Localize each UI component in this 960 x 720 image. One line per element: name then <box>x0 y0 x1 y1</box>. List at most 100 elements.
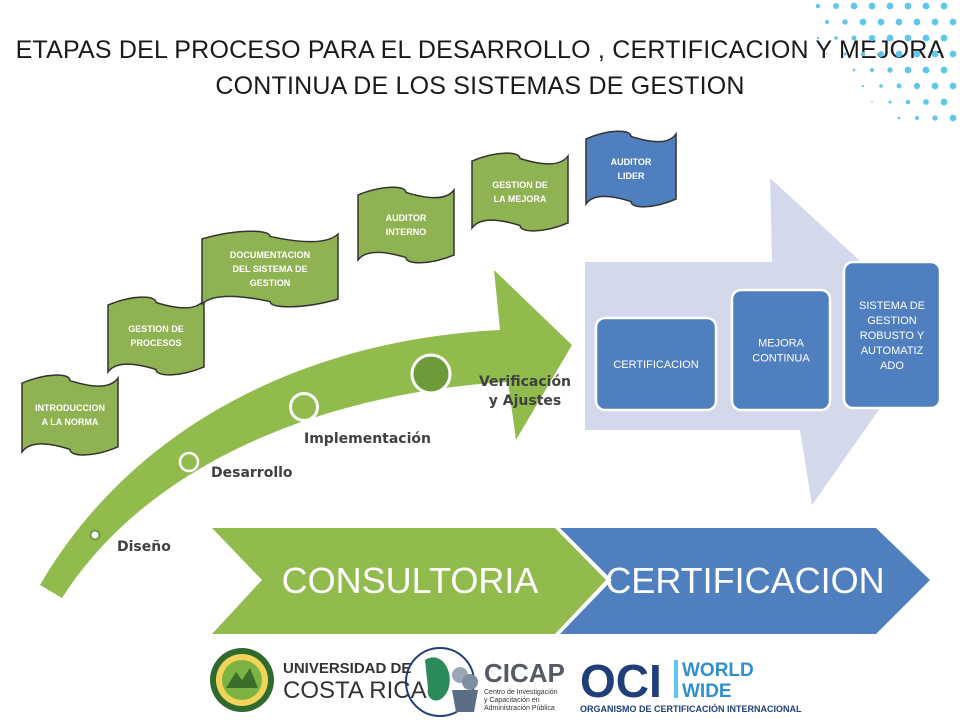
result-box-shape <box>594 316 718 412</box>
decorative-dot <box>851 35 857 41</box>
decorative-dot <box>940 2 948 10</box>
decorative-dot <box>871 101 873 103</box>
decorative-dot <box>843 52 847 56</box>
stage-label-desarrollo: Desarrollo <box>211 465 293 481</box>
oci-wide: WIDE <box>682 681 732 702</box>
oci-accent-bar <box>674 660 678 698</box>
decorative-dot <box>815 3 821 9</box>
result-box-label: ADO <box>880 360 904 372</box>
flag-shape <box>357 186 455 264</box>
slide-title-line-2: CONTINUA DE LOS SISTEMAS DE GESTION <box>215 72 745 100</box>
decorative-dots-pattern <box>815 2 957 122</box>
result-box-shape <box>842 260 942 410</box>
result-box-label: GESTION <box>867 315 917 327</box>
decorative-dot <box>949 82 957 90</box>
chevron-certificacion <box>560 528 930 634</box>
slide-title-line-1: ETAPAS DEL PROCESO PARA EL DESARROLLO , … <box>15 36 945 64</box>
flag-label: GESTION <box>250 278 291 288</box>
cicap-sub3: Administración Pública <box>484 705 555 712</box>
decorative-dot <box>931 82 939 90</box>
decorative-dot <box>904 66 912 74</box>
decorative-dot <box>834 36 838 40</box>
stage-label-implementacion: Implementación <box>304 431 431 447</box>
chevron-consultoria-label: CONSULTORIA <box>282 560 539 601</box>
chevron-certificacion-label: CERTIFICACION <box>605 560 884 601</box>
result-box-label: AUTOMATIZ <box>861 345 924 357</box>
decorative-dot <box>859 18 867 26</box>
decorative-dot <box>868 34 876 42</box>
ucr-logo-line2: COSTA RICA <box>283 677 427 704</box>
decorative-dot <box>878 51 884 57</box>
flag-3: AUDITOR INTERNO <box>357 186 455 264</box>
flag-label: LIDER <box>618 171 646 181</box>
flag-label: PROCESOS <box>130 338 181 348</box>
decorative-dot <box>895 50 903 58</box>
stage-circle-implementacion <box>289 392 319 422</box>
decorative-dot <box>922 2 930 10</box>
flag-label: GESTION DE <box>128 324 184 334</box>
stage-label-diseno: Diseño <box>117 539 171 555</box>
stage-label-verificacion: Verificación <box>479 374 571 390</box>
stage-circle-verificacion <box>410 353 452 395</box>
decorative-dot <box>852 68 856 72</box>
oci-logo: OCI WORLD WIDE ORGANISMO DE CERTIFICACIÓ… <box>580 655 802 714</box>
decorative-dot <box>904 34 912 42</box>
flag-label: DEL SISTEMA DE <box>232 264 307 274</box>
flag-shape <box>471 152 569 232</box>
decorative-dot <box>887 67 893 73</box>
decorative-dot <box>915 116 919 120</box>
decorative-dot <box>940 66 948 74</box>
result-box-0: CERTIFICACION <box>594 316 718 412</box>
decorative-dot <box>897 116 901 120</box>
decorative-dot <box>940 34 948 42</box>
decorative-dot <box>850 2 858 10</box>
flag-label: A LA NORMA <box>42 417 99 427</box>
decorative-dot <box>896 83 902 89</box>
result-box-shape <box>730 288 832 412</box>
stage-circle-desarrollo <box>178 451 200 473</box>
decorative-dot <box>826 53 828 55</box>
oci-world: WORLD <box>682 660 754 681</box>
flag-label: GESTION DE <box>492 180 548 190</box>
result-box-label: ROBUSTO Y <box>860 330 925 342</box>
decorative-dot <box>931 50 939 58</box>
decorative-dot <box>904 2 912 10</box>
decorative-dot <box>923 99 929 105</box>
decorative-dot <box>913 50 921 58</box>
decorative-dot <box>949 50 957 58</box>
flag-label: DOCUMENTACION <box>230 250 310 260</box>
decorative-dot <box>922 66 930 74</box>
ucr-logo: UNIVERSIDAD DE COSTA RICA <box>210 648 427 712</box>
decorative-dot <box>879 84 883 88</box>
decorative-dot <box>932 115 938 121</box>
decorative-dot <box>895 18 903 26</box>
decorative-dot <box>886 2 894 10</box>
flag-label: AUDITOR <box>386 213 427 223</box>
decorative-dot <box>868 2 876 10</box>
decorative-dot <box>913 82 921 90</box>
decorative-dot <box>824 19 830 25</box>
flag-shape <box>21 374 119 456</box>
flag-shape <box>585 130 677 208</box>
result-box-label: CONTINUA <box>752 353 810 365</box>
decorative-dot <box>949 114 957 122</box>
decorative-dot <box>861 84 865 88</box>
cicap-sub1: Centro de Investigación <box>484 689 558 696</box>
cicap-sub2: y Capacitación en <box>484 697 540 704</box>
flag-label: INTERNO <box>386 227 427 237</box>
ucr-logo-line1: UNIVERSIDAD DE <box>283 660 411 677</box>
decorative-dot <box>869 67 875 73</box>
flag-1: GESTION DE PROCESOS <box>107 296 205 376</box>
decorative-dot <box>888 100 892 104</box>
oci-name: OCI <box>580 655 662 707</box>
cicap-logo: CICAP Centro de Investigación y Capacita… <box>405 647 565 717</box>
cicap-name: CICAP <box>484 658 565 688</box>
flag-label: INTRODUCCION <box>35 403 105 413</box>
